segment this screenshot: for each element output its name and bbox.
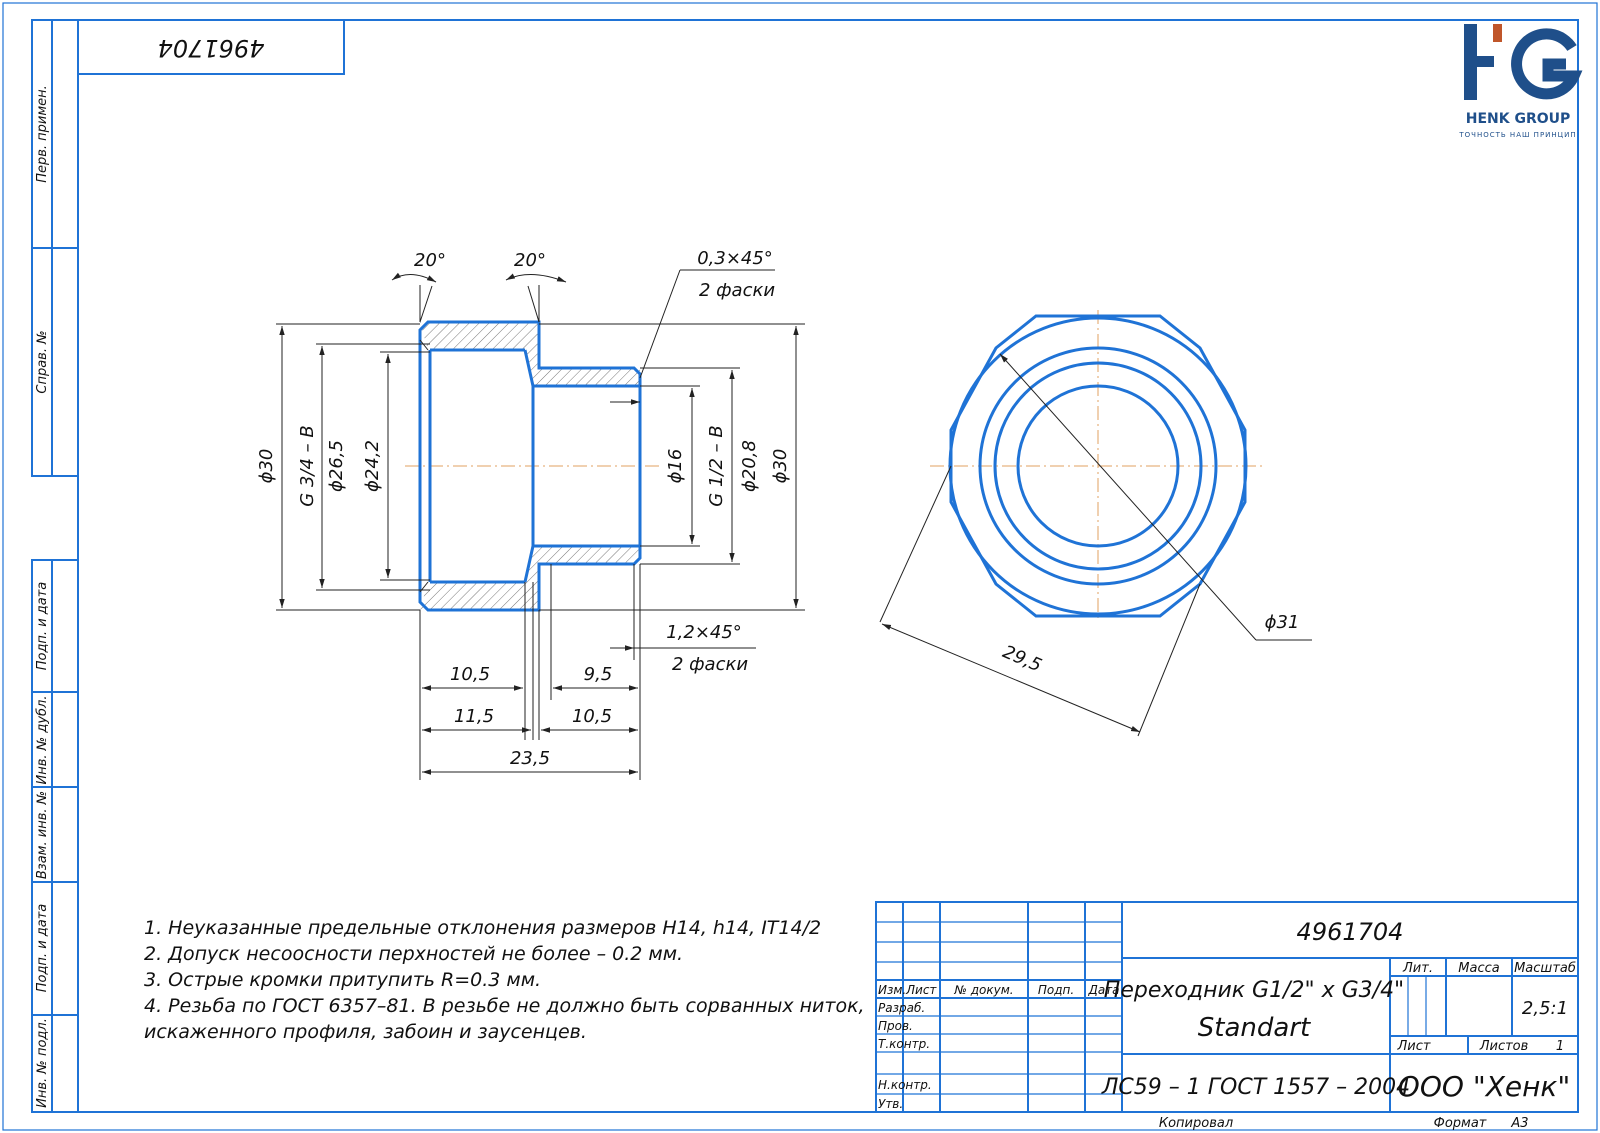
- title-tkontr: Т.контр.: [878, 1037, 930, 1051]
- angle-right: 20°: [514, 250, 546, 271]
- henk-group-logo: HENK GROUP ТОЧНОСТЬ НАШ ПРИНЦИП: [1458, 24, 1583, 139]
- stamp-perv-primen: Перв. примен.: [35, 85, 50, 183]
- title-name-line2: Standart: [1198, 1013, 1311, 1043]
- logo-company: HENK GROUP: [1466, 111, 1571, 127]
- title-data: Дата: [1087, 983, 1119, 997]
- dim-d20-8: ϕ20,8: [739, 440, 760, 492]
- title-nkontr: Н.контр.: [878, 1078, 932, 1092]
- note-1: 1. Неуказанные предельные отклонения раз…: [144, 917, 821, 939]
- dim-thread-right: G 1/2 – B: [706, 425, 727, 506]
- dim-len-10-5-b: 10,5: [572, 706, 612, 727]
- stamp-inv-podl: Инв. № подл.: [35, 1018, 50, 1108]
- dim-d30-right: ϕ30: [770, 449, 791, 484]
- title-list: Лист: [1397, 1039, 1431, 1054]
- title-block: 4961704 Переходник G1/2" x G3/4" Standar…: [875, 901, 1579, 1113]
- dim-thread-left: G 3/4 – B: [297, 425, 318, 506]
- title-razrab: Разраб.: [878, 1001, 925, 1015]
- title-listov-value: 1: [1556, 1039, 1564, 1054]
- drawing-number-rotated: 4961704: [158, 34, 265, 62]
- title-doc-number: 4961704: [1297, 918, 1404, 946]
- section-view: [405, 320, 660, 612]
- format-label: Формат: [1434, 1116, 1487, 1131]
- section-dimension-texts: 20° 20° 0,3×45° 2 фаски 1,2×45° 2 фаски …: [256, 248, 791, 769]
- technical-notes: 1. Неуказанные предельные отклонения раз…: [144, 917, 865, 1043]
- dim-d16: ϕ16: [665, 449, 686, 484]
- title-listov: Листов: [1479, 1039, 1529, 1054]
- angle-left: 20°: [414, 250, 446, 271]
- side-stamp: Перв. примен. Справ. № Подп. и дата Инв.…: [31, 19, 79, 1113]
- kopiroval-label: Копировал: [1159, 1116, 1233, 1131]
- title-massa: Масса: [1458, 961, 1499, 976]
- dim-d24-2: ϕ24,2: [362, 440, 383, 492]
- note-4: 4. Резьба по ГОСТ 6357–81. В резьбе не д…: [144, 995, 865, 1017]
- dim-d31: ϕ31: [1265, 612, 1300, 633]
- section-dimensions: [276, 269, 805, 780]
- title-list-col: Лист: [905, 983, 937, 997]
- stamp-inv-dubl: Инв. № дубл.: [35, 696, 50, 785]
- stamp-sprav-no: Справ. №: [35, 330, 50, 393]
- title-company: ООО "Хенк": [1398, 1070, 1570, 1103]
- title-doc-no: № докум.: [953, 983, 1013, 997]
- note-4-cont: искаженного профиля, забоин и заусенцев.: [144, 1021, 587, 1043]
- note-3: 3. Острые кромки притупить R=0.3 мм.: [144, 969, 541, 991]
- title-masshtab: Масштаб: [1514, 961, 1576, 976]
- dim-across-flats: 29,5: [1000, 641, 1045, 676]
- title-lit: Лит.: [1402, 961, 1433, 976]
- chamfer-top-count: 2 фаски: [699, 280, 775, 301]
- stamp-podp-data-2: Подп. и дата: [35, 904, 50, 993]
- chamfer-bottom-count: 2 фаски: [672, 654, 748, 675]
- chamfer-bottom: 1,2×45°: [666, 622, 742, 643]
- dim-d30-left: ϕ30: [256, 449, 277, 484]
- stamp-vzam-inv: Взам. инв. №: [35, 791, 50, 879]
- title-podp: Подп.: [1038, 983, 1074, 997]
- title-scale: 2,5:1: [1522, 998, 1568, 1019]
- title-utv: Утв.: [878, 1097, 903, 1111]
- dim-len-10-5-a: 10,5: [450, 664, 490, 685]
- title-material: ЛС59 – 1 ГОСТ 1557 – 2004: [1101, 1075, 1410, 1100]
- dim-d26-5: ϕ26,5: [326, 440, 347, 492]
- logo-tagline: ТОЧНОСТЬ НАШ ПРИНЦИП: [1458, 131, 1576, 139]
- dim-len-11-5: 11,5: [454, 706, 494, 727]
- title-izm: Изм.: [878, 983, 906, 997]
- dim-len-9-5: 9,5: [584, 664, 613, 685]
- format-value: А3: [1510, 1116, 1528, 1131]
- stamp-podp-data-1: Подп. и дата: [35, 582, 50, 671]
- end-view: ϕ31 29,5: [879, 310, 1312, 737]
- title-prov: Пров.: [878, 1019, 913, 1033]
- title-name-line1: Переходник G1/2" x G3/4": [1104, 978, 1404, 1003]
- chamfer-top: 0,3×45°: [697, 248, 773, 269]
- note-2: 2. Допуск несоосности перхностей не боле…: [144, 943, 683, 965]
- dim-len-23-5: 23,5: [510, 748, 550, 769]
